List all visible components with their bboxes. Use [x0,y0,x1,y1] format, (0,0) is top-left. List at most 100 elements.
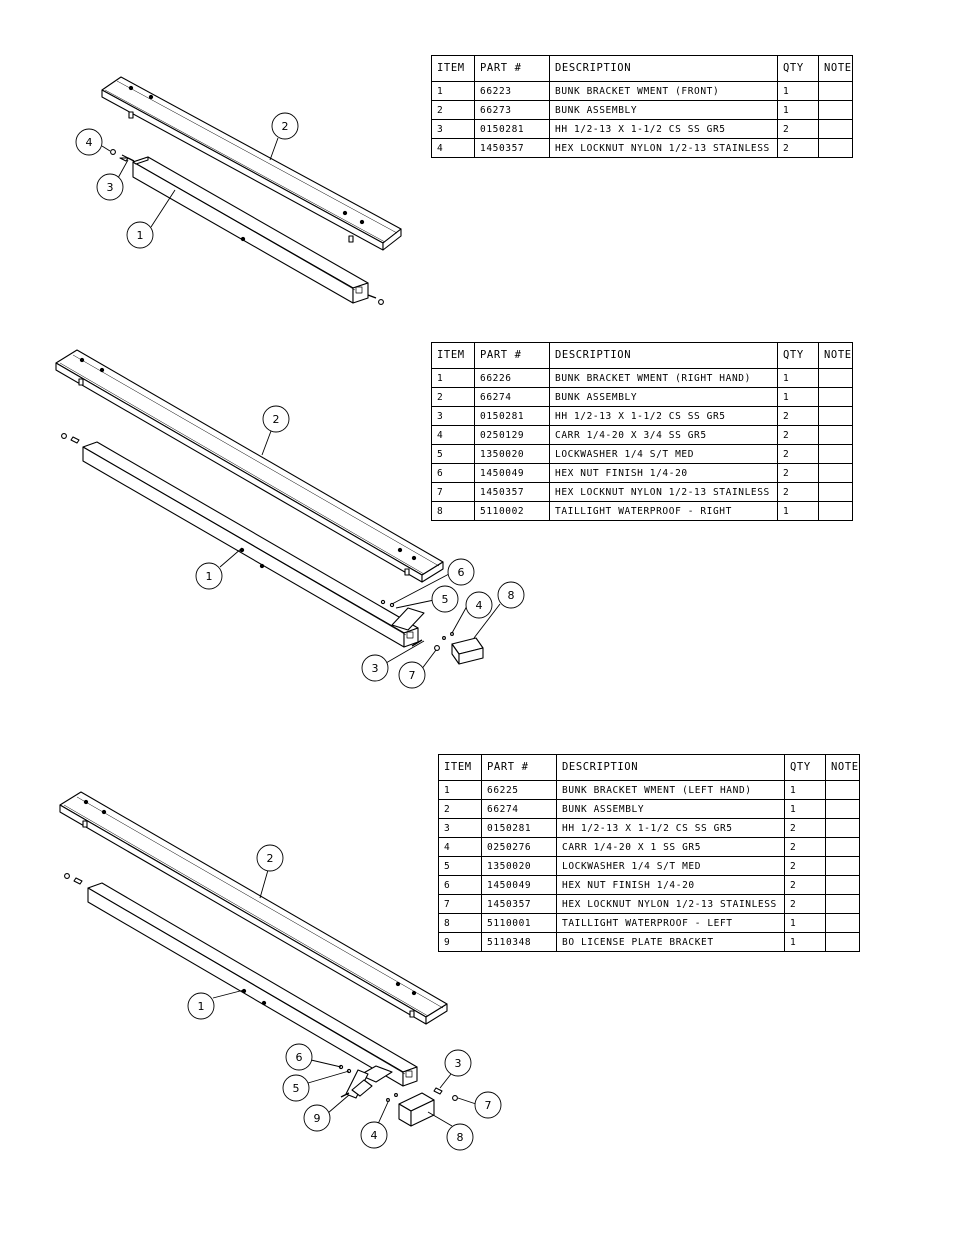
cell-item: 1 [431,368,475,388]
balloon-left-7 [474,1091,502,1119]
left-assembly [59,791,458,1127]
header-note: NOTE [825,754,860,781]
cell-note [818,406,853,426]
header-item: ITEM [438,754,482,781]
balloon-left-6-label: 3 [455,1057,462,1070]
cell-qty: 2 [784,894,826,914]
cell-part-number: 0250129 [474,425,550,445]
cell-note [818,463,853,483]
balloon-right-2-label: 1 [206,570,213,583]
front-bunk-board [101,76,402,251]
balloon-left-5 [303,1104,331,1132]
cell-note [818,119,853,139]
balloon-right-1 [262,405,290,433]
balloon-right-1-label: 2 [273,413,280,426]
cell-item: 2 [431,387,475,407]
balloon-left-6 [444,1049,472,1077]
cell-part-number: 0150281 [481,818,557,838]
balloon-front-2-label: 3 [107,181,114,194]
cell-note [818,387,853,407]
balloon-front-1 [75,128,103,156]
cell-qty: 1 [784,780,826,800]
cell-note [818,482,853,502]
header-description: DESCRIPTION [549,342,778,369]
cell-description: LOCKWASHER 1/4 S/T MED [549,444,778,464]
balloon-left-4-label: 5 [293,1082,300,1095]
cell-part-number: 5110348 [481,932,557,952]
left-bunk-bracket [87,882,418,1087]
cell-note [825,913,860,933]
license-plate-bracket [340,1069,373,1099]
cell-note [825,875,860,895]
cell-item: 4 [431,138,475,158]
right-taillight [451,637,484,665]
cell-part-number: 0150281 [474,406,550,426]
cell-note [818,425,853,445]
cell-part-number: 1450357 [474,482,550,502]
cell-description: CARR 1/4-20 X 1 SS GR5 [556,837,785,857]
left-bunk-board [59,791,448,1025]
balloon-front-3 [271,112,299,140]
header-part-number: PART # [481,754,557,781]
cell-qty: 1 [784,913,826,933]
cell-part-number: 66223 [474,81,550,101]
header-note: NOTE [818,342,853,369]
cell-qty: 1 [777,368,819,388]
balloon-right-6 [497,581,525,609]
balloon-right-7-label: 3 [372,662,379,675]
cell-part-number: 66226 [474,368,550,388]
cell-note [825,894,860,914]
cell-qty: 2 [777,119,819,139]
cell-qty: 2 [784,837,826,857]
left-taillight [398,1092,435,1127]
cell-description: BUNK BRACKET WMENT (RIGHT HAND) [549,368,778,388]
cell-description: HH 1/2-13 X 1-1/2 CS SS GR5 [549,119,778,139]
cell-description: LOCKWASHER 1/4 S/T MED [556,856,785,876]
cell-part-number: 5110002 [474,501,550,521]
cell-item: 7 [438,894,482,914]
right-assembly [55,349,484,665]
balloon-right-2 [195,562,223,590]
header-part-number: PART # [474,342,550,369]
balloon-right-7 [361,654,389,682]
cell-description: TAILLIGHT WATERPROOF - RIGHT [549,501,778,521]
cell-description: BUNK ASSEMBLY [549,387,778,407]
cell-description: BUNK BRACKET WMENT (FRONT) [549,81,778,101]
balloon-right-8 [398,661,426,689]
header-description: DESCRIPTION [556,754,785,781]
cell-note [825,932,860,952]
right-bunk-board [55,349,444,583]
header-qty: QTY [777,55,819,82]
cell-note [818,444,853,464]
cell-item: 3 [431,119,475,139]
cell-qty: 2 [777,463,819,483]
cell-part-number: 0150281 [474,119,550,139]
cell-description: HEX LOCKNUT NYLON 1/2-13 STAINLESS [549,138,778,158]
cell-description: BUNK ASSEMBLY [549,100,778,120]
header-description: DESCRIPTION [549,55,778,82]
balloon-left-2 [187,992,215,1020]
balloon-front-3-label: 2 [282,120,289,133]
balloon-left-1-label: 2 [267,852,274,865]
cell-qty: 2 [784,856,826,876]
cell-note [818,138,853,158]
cell-qty: 1 [777,501,819,521]
balloon-right-8-label: 7 [409,669,416,682]
front-bunk-bracket [132,156,377,304]
balloon-left-8-label: 4 [371,1129,378,1142]
